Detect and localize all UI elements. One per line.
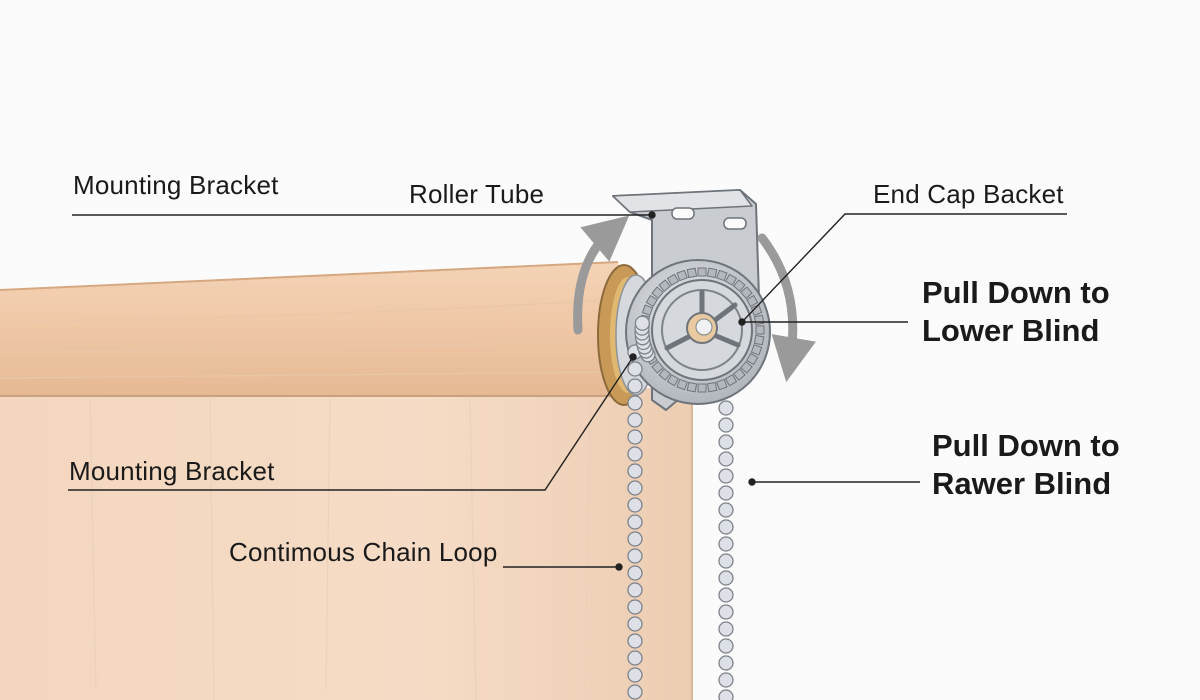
gear-tooth <box>753 314 765 326</box>
chain-bead <box>718 689 734 700</box>
gear-tooth <box>686 267 698 279</box>
gear-tooth <box>706 267 718 279</box>
gear-tooth <box>746 352 759 366</box>
chain-bead <box>627 616 643 632</box>
gear-tooth <box>706 381 718 393</box>
gear-tooth <box>645 294 658 308</box>
label-end-cap-backet: End Cap Backet <box>873 179 1064 209</box>
gear-tooth <box>732 279 746 292</box>
rotation-arrow-icon <box>573 215 816 383</box>
gear-tooth <box>658 368 672 381</box>
gear-tooth <box>697 267 707 277</box>
gear-tooth <box>732 368 746 381</box>
gear-tooth <box>724 273 738 286</box>
label-pull-down-rawer-line2: Rawer Blind <box>932 466 1112 501</box>
chain-bead <box>718 417 734 433</box>
chain-bead <box>718 587 734 603</box>
chain-bead <box>718 468 734 484</box>
chain-bead <box>627 480 643 496</box>
chain-bead <box>718 604 734 620</box>
chain-bead <box>627 412 643 428</box>
gear-tooth <box>666 273 680 286</box>
chain-bead <box>718 672 734 688</box>
gear-tooth <box>740 360 753 374</box>
chain-bead <box>718 553 734 569</box>
chain-bead <box>627 599 643 615</box>
chain-bead <box>718 570 734 586</box>
gear-tooth <box>651 360 664 374</box>
gear-tooth <box>686 381 698 393</box>
chain-bead <box>627 463 643 479</box>
gear-tooth <box>641 304 654 316</box>
gear-tooth <box>716 378 728 391</box>
gear-tooth <box>755 325 765 335</box>
chain-bead <box>627 446 643 462</box>
gear-tooth <box>666 374 680 387</box>
chain-bead <box>627 395 643 411</box>
gear-tooth <box>724 374 738 387</box>
label-chain-loop: Contimous Chain Loop <box>229 537 498 567</box>
chain-bead <box>627 378 643 394</box>
gear-tooth <box>697 383 707 393</box>
gear-tooth <box>753 334 765 346</box>
chain-bead <box>627 514 643 530</box>
chain-bead <box>718 519 734 535</box>
continuous-chain-loop <box>627 315 734 700</box>
roller-tube-fabric-roll <box>0 261 629 397</box>
label-roller-tube: Roller Tube <box>409 179 545 209</box>
gear-tooth <box>750 344 763 356</box>
label-pull-down-lower: Pull Down to Lower Blind <box>922 274 1110 350</box>
chain-bead <box>627 684 643 700</box>
chain-bead <box>627 633 643 649</box>
chain-wheel-gear <box>625 259 771 405</box>
gear-tooth <box>676 378 688 391</box>
label-pull-down-lower-line2: Lower Blind <box>922 313 1100 348</box>
gear-tooth <box>746 294 759 308</box>
gear-tooth <box>676 269 688 282</box>
chain-bead <box>627 548 643 564</box>
label-pull-down-rawer-line1: Pull Down to <box>932 428 1120 463</box>
chain-bead <box>718 536 734 552</box>
chain-bead <box>718 655 734 671</box>
chain-bead <box>718 451 734 467</box>
label-mounting-bracket-top: Mounting Bracket <box>73 170 279 200</box>
chain-bead <box>718 400 734 416</box>
chain-bead <box>627 565 643 581</box>
chain-bead <box>627 361 643 377</box>
chain-bead <box>627 667 643 683</box>
gear-tooth <box>716 269 728 282</box>
chain-bead <box>718 621 734 637</box>
label-pull-down-lower-line1: Pull Down to <box>922 275 1110 310</box>
chain-bead <box>627 531 643 547</box>
gear-tooth <box>658 279 672 292</box>
gear-tooth <box>651 286 664 300</box>
chain-bead <box>627 497 643 513</box>
label-mounting-bracket-bottom: Mounting Bracket <box>69 456 275 486</box>
label-pull-down-rawer: Pull Down to Rawer Blind <box>932 427 1120 503</box>
chain-bead <box>634 315 651 331</box>
chain-bead <box>627 650 643 666</box>
leader-lines <box>68 211 1067 571</box>
blind-fabric-panel <box>0 388 693 700</box>
chain-bead <box>627 582 643 598</box>
chain-bead <box>718 434 734 450</box>
chain-bead <box>718 485 734 501</box>
gear-tooth <box>740 286 753 300</box>
chain-bead <box>627 429 643 445</box>
chain-bead <box>718 502 734 518</box>
chain-bead <box>718 638 734 654</box>
